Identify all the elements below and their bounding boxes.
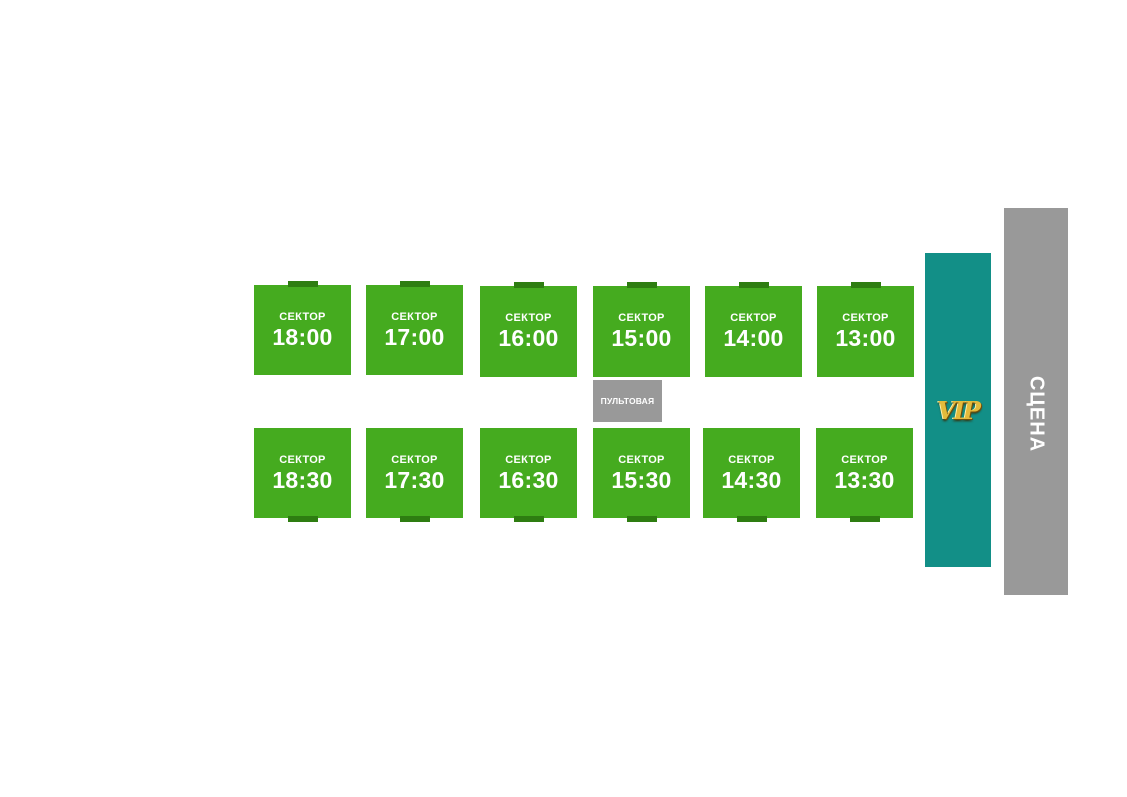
sector-time: 16:00: [498, 325, 559, 351]
sector-16-30[interactable]: СЕКТОР 16:30: [480, 428, 577, 522]
sector-time: 18:30: [272, 467, 333, 493]
sector-label: СЕКТОР: [618, 454, 665, 466]
control-booth-label: ПУЛЬТОВАЯ: [600, 396, 655, 406]
sector-time: 17:30: [384, 467, 445, 493]
sector-time: 18:00: [272, 324, 333, 350]
sector-15-30[interactable]: СЕКТОР 15:30: [593, 428, 690, 522]
sector-17-00[interactable]: СЕКТОР 17:00: [366, 281, 463, 375]
entrance-marker: [850, 516, 880, 522]
sector-time: 17:00: [384, 324, 445, 350]
sector-14-30[interactable]: СЕКТОР 14:30: [703, 428, 800, 522]
sector-label: СЕКТОР: [279, 311, 326, 323]
entrance-marker: [514, 516, 544, 522]
entrance-marker: [288, 516, 318, 522]
sector-label: СЕКТОР: [505, 312, 552, 324]
sector-13-00[interactable]: СЕКТОР 13:00: [817, 282, 914, 377]
sector-time: 16:30: [498, 467, 559, 493]
sector-label: СЕКТОР: [842, 312, 889, 324]
sector-label: СЕКТОР: [841, 454, 888, 466]
sector-label: СЕКТОР: [279, 454, 326, 466]
sector-16-00[interactable]: СЕКТОР 16:00: [480, 282, 577, 377]
vip-zone[interactable]: VIP: [925, 253, 991, 567]
sector-time: 13:00: [835, 325, 896, 351]
sector-15-00[interactable]: СЕКТОР 15:00: [593, 282, 690, 377]
sector-label: СЕКТОР: [505, 454, 552, 466]
sector-13-30[interactable]: СЕКТОР 13:30: [816, 428, 913, 522]
sector-18-30[interactable]: СЕКТОР 18:30: [254, 428, 351, 522]
sector-label: СЕКТОР: [618, 312, 665, 324]
entrance-marker: [288, 281, 318, 287]
sector-17-30[interactable]: СЕКТОР 17:30: [366, 428, 463, 522]
stage-area: СЦЕНА: [1004, 208, 1068, 595]
entrance-marker: [400, 516, 430, 522]
sector-18-00[interactable]: СЕКТОР 18:00: [254, 281, 351, 375]
entrance-marker: [627, 516, 657, 522]
control-booth: ПУЛЬТОВАЯ: [593, 380, 662, 422]
sector-time: 15:30: [611, 467, 672, 493]
entrance-marker: [627, 282, 657, 288]
entrance-marker: [514, 282, 544, 288]
sector-label: СЕКТОР: [730, 312, 777, 324]
sector-time: 14:30: [721, 467, 782, 493]
sector-time: 15:00: [611, 325, 672, 351]
entrance-marker: [851, 282, 881, 288]
entrance-marker: [739, 282, 769, 288]
sector-time: 13:30: [834, 467, 895, 493]
sector-time: 14:00: [723, 325, 784, 351]
entrance-marker: [737, 516, 767, 522]
sector-label: СЕКТОР: [391, 311, 438, 323]
vip-logo: VIP: [937, 396, 981, 425]
sector-14-00[interactable]: СЕКТОР 14:00: [705, 282, 802, 377]
sector-label: СЕКТОР: [728, 454, 775, 466]
stage-label: СЦЕНА: [1025, 375, 1048, 453]
sector-label: СЕКТОР: [391, 454, 438, 466]
entrance-marker: [400, 281, 430, 287]
